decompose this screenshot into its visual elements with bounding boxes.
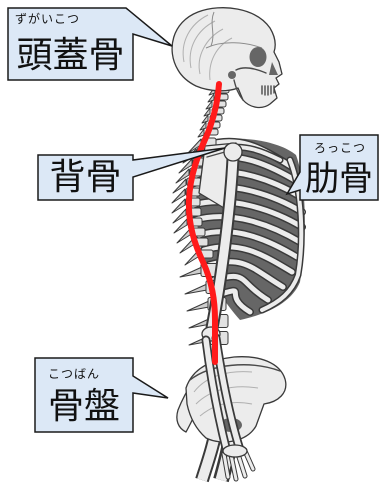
eye-socket — [250, 47, 267, 67]
spinous-process — [180, 267, 202, 277]
spinous-process — [204, 108, 210, 116]
vertebra — [180, 264, 219, 278]
spinous-process — [206, 101, 212, 109]
skull-label: 頭蓋骨 — [8, 36, 133, 76]
spinous-process — [180, 239, 193, 253]
spinous-process — [200, 122, 206, 130]
ribs-label-reading: ろっこつ — [314, 141, 366, 155]
spinous-process — [198, 129, 204, 137]
pelvis-label-reading: こつばん — [48, 367, 100, 381]
spine-label: 背骨 — [38, 158, 133, 198]
ear-opening — [228, 71, 236, 79]
humeral-head — [224, 143, 242, 161]
hand — [223, 445, 253, 479]
wrist — [223, 445, 247, 457]
pelvis-label: 骨盤 — [35, 387, 133, 427]
spinous-process — [177, 229, 190, 243]
ribs-label: 肋骨 — [300, 159, 378, 199]
skull-label-reading: ずがいこつ — [15, 12, 80, 26]
spinous-process — [185, 284, 207, 294]
spinous-process — [202, 115, 208, 123]
spinous-process — [187, 301, 209, 311]
